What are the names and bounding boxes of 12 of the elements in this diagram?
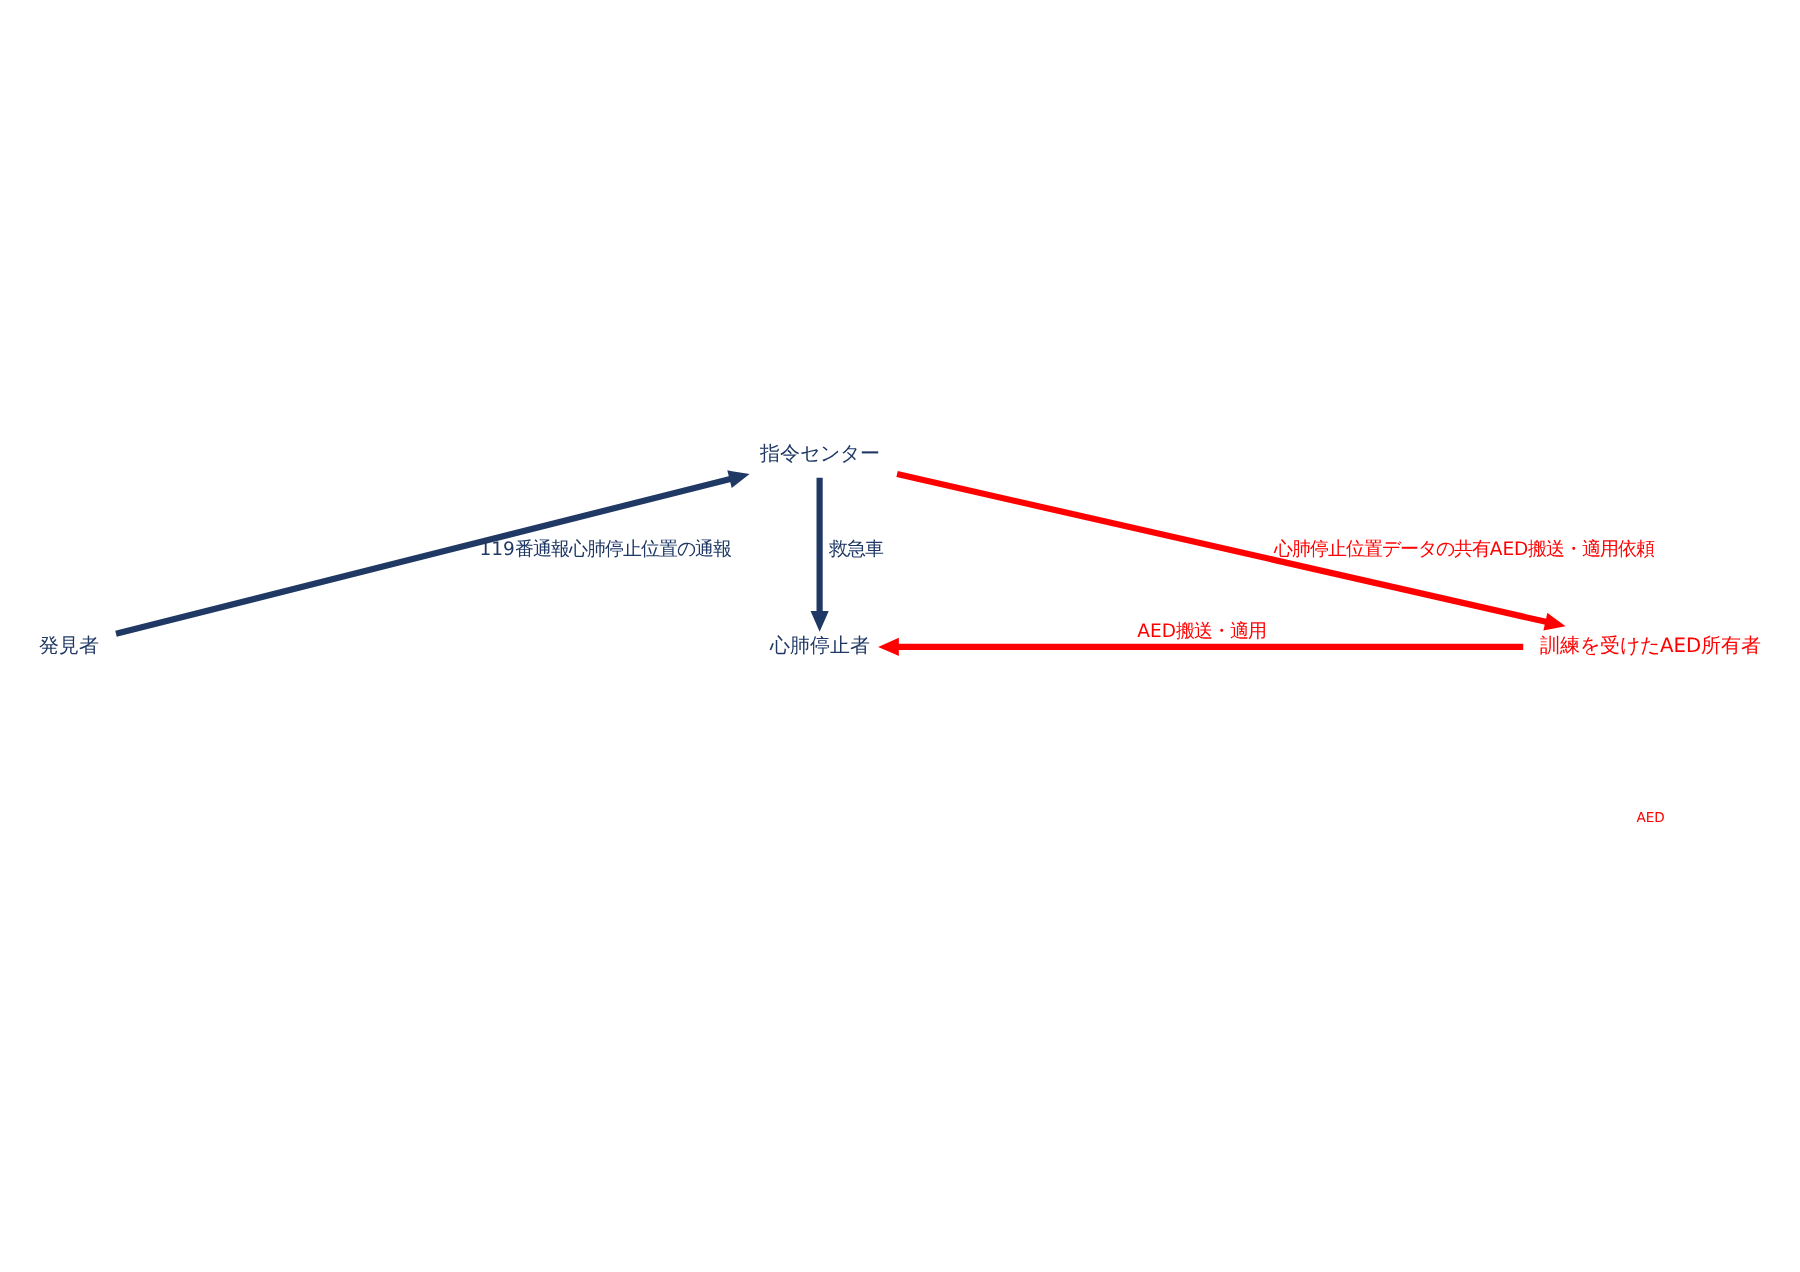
node-text: 指令センター: [759, 442, 880, 465]
arrow: [810, 476, 829, 631]
arrow: [878, 636, 1524, 655]
edge-label: AED搬送・適用: [1137, 620, 1266, 642]
edge-label: 119番通報心肺停止位置の通報: [479, 538, 731, 561]
edge-label: 救急車: [829, 538, 884, 561]
edge-label: 心肺停止位置データの共有AED搬送・適用依頼: [1273, 538, 1655, 561]
arrow: [896, 470, 1566, 630]
node-text: 訓練を受けたAED所有者: [1540, 634, 1762, 657]
arrow: [115, 469, 750, 636]
node-text: 心肺停止者: [769, 634, 870, 657]
node-text: 発見者: [38, 634, 99, 657]
